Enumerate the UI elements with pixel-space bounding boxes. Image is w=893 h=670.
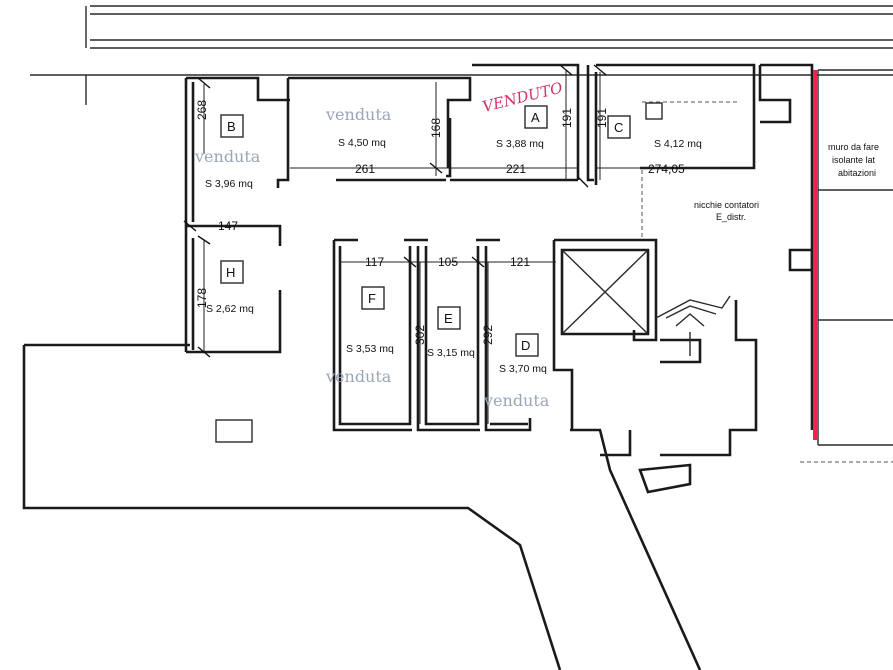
storage-b-walls xyxy=(184,76,290,354)
outer-outline xyxy=(22,343,702,670)
dim-168: 168 xyxy=(429,118,443,138)
dim-292: 292 xyxy=(481,325,495,345)
unit-b-area: S 3,96 mq xyxy=(205,178,253,190)
dim-302: 302 xyxy=(413,325,427,345)
unit-d-area: S 3,70 mq xyxy=(499,363,547,375)
dim-147: 147 xyxy=(218,219,238,233)
wall-note-line3: abitazioni xyxy=(838,168,876,178)
dim-274-05: 274,05 xyxy=(648,162,685,176)
unit-a-letter: A xyxy=(531,110,540,125)
dim-261: 261 xyxy=(355,162,375,176)
unit-e-letter: E xyxy=(444,311,453,326)
top-row-walls xyxy=(276,63,814,430)
unit-d-letter: D xyxy=(521,338,530,353)
dimension-lines xyxy=(183,64,720,424)
meters-note-line1: nicchie contatori xyxy=(694,200,759,210)
dim-121: 121 xyxy=(510,255,530,269)
top-boundary xyxy=(30,5,893,105)
meters-note-line2: E_distr. xyxy=(716,212,746,222)
unit-e-area: S 3,15 mq xyxy=(427,347,475,359)
sold-stamp-top: venduta xyxy=(325,105,392,124)
dim-221: 221 xyxy=(506,162,526,176)
wall-note-line1: muro da fare xyxy=(828,142,879,152)
dim-191-b: 191 xyxy=(595,108,609,128)
dim-117: 117 xyxy=(365,255,384,269)
dim-191-a: 191 xyxy=(560,108,574,128)
unit-a-area: S 3,88 mq xyxy=(496,138,544,150)
unit-h-letter: H xyxy=(226,265,235,280)
unit-letters xyxy=(220,105,631,357)
sold-stamp-d: venduta xyxy=(483,391,550,410)
unit-h-area: S 2,62 mq xyxy=(206,303,254,315)
unit-top-area: S 4,50 mq xyxy=(338,137,386,149)
sold-stamp-f: venduta xyxy=(325,367,392,386)
sold-stamp-b: venduta xyxy=(194,147,261,166)
dim-268: 268 xyxy=(195,100,209,120)
unit-c-area: S 4,12 mq xyxy=(654,138,702,150)
wall-note-line2: isolante lat xyxy=(832,155,876,165)
unit-c-letter: C xyxy=(614,120,623,135)
right-side-walls xyxy=(641,69,893,463)
unit-f-letter: F xyxy=(368,291,376,306)
unit-f-area: S 3,53 mq xyxy=(346,343,394,355)
middle-row-walls xyxy=(215,238,758,494)
dim-105: 105 xyxy=(438,255,458,269)
unit-b-letter: B xyxy=(227,119,236,134)
handwritten-sold: VENDUTO xyxy=(481,79,565,116)
dim-178: 178 xyxy=(195,288,209,308)
